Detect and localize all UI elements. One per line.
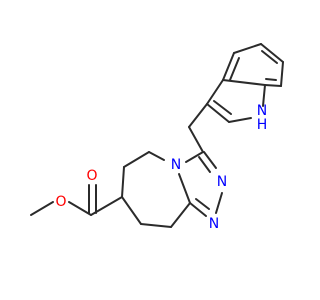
atom-indole-nitrogen: N bbox=[257, 103, 267, 119]
bond-n-c3 bbox=[185, 151, 204, 163]
bond-c5-n bbox=[148, 151, 165, 161]
bond-in-ic7a bbox=[262, 84, 266, 107]
bond-n1-c9a-a bbox=[189, 202, 207, 217]
bond-c3-n2-b bbox=[198, 156, 211, 173]
bond-ic3-ic2-b bbox=[213, 100, 232, 115]
atom-triazole-n2: N bbox=[217, 174, 227, 190]
atom-triazole-n1: N bbox=[209, 216, 219, 232]
bond-c9a-n bbox=[178, 173, 191, 204]
bond-c3-ch2 bbox=[188, 126, 204, 153]
bond-ch2-indole-c3 bbox=[188, 103, 208, 128]
atoms-layer: O O N N N N H bbox=[55, 103, 267, 232]
molecule-canvas: O O N N N N H bbox=[30, 43, 284, 232]
bond-ic3-ic2-a bbox=[206, 103, 230, 123]
bond-ic6-ic7 bbox=[280, 61, 284, 87]
bond-n1-c9a-b bbox=[195, 198, 210, 210]
bond-ic5-ic6-inner bbox=[261, 50, 278, 64]
bond-carbonyl-c7 bbox=[90, 196, 123, 216]
bond-ic4-ic5 bbox=[233, 43, 262, 54]
bond-o-carbonyl bbox=[68, 201, 92, 216]
bond-methyl-o bbox=[30, 201, 54, 216]
bonds-layer bbox=[30, 43, 284, 228]
bond-ic3a-ic7a bbox=[222, 79, 266, 86]
bond-c8-c9 bbox=[140, 223, 172, 228]
bond-ic3a-ic4-inner bbox=[229, 57, 240, 81]
atom-ester-oxygen-double: O bbox=[86, 168, 97, 184]
bond-ic7-ic7a bbox=[264, 84, 282, 87]
bond-c6-c5 bbox=[123, 151, 150, 168]
bond-c3-n2-a bbox=[203, 151, 217, 169]
atom-bridge-nitrogen: N bbox=[171, 157, 181, 173]
bond-ic2-in bbox=[228, 117, 252, 123]
bond-c9-c9a bbox=[170, 202, 191, 228]
bond-c7-c6 bbox=[121, 166, 125, 198]
bond-ic5-ic6 bbox=[260, 43, 284, 63]
bond-ic7-ic7a-inner bbox=[265, 78, 277, 81]
atom-indole-hydrogen: H bbox=[257, 117, 268, 133]
bond-ic3-ic3a bbox=[206, 79, 224, 105]
molecule-structure: O O N N N N H bbox=[30, 43, 284, 232]
bond-c7-c8 bbox=[121, 196, 142, 225]
atom-ester-oxygen-single: O bbox=[55, 194, 66, 210]
bond-ic3a-ic4 bbox=[222, 52, 235, 81]
bond-n2-n1 bbox=[215, 192, 223, 214]
